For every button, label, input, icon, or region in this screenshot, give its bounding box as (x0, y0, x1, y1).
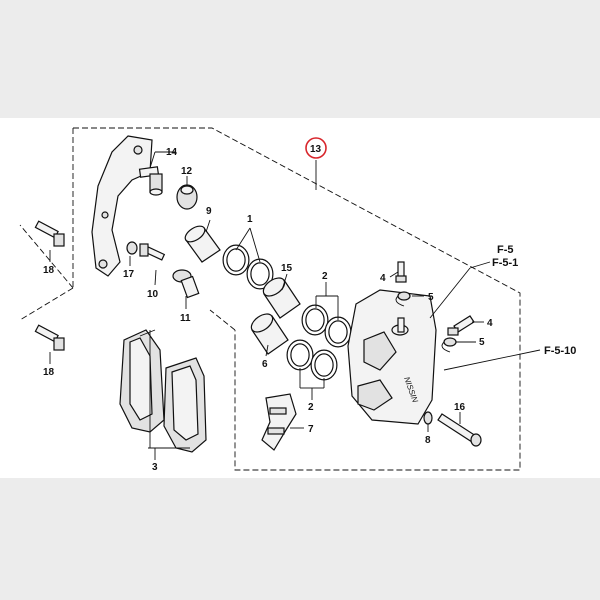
label-part-15: 15 (281, 263, 293, 274)
label-part-8: 8 (425, 435, 431, 446)
piston-seal-set-upper (222, 244, 274, 290)
mounting-bolt-upper (34, 220, 65, 247)
label-part-7: 7 (308, 424, 314, 435)
label-part-4-upper: 4 (380, 273, 386, 284)
brake-pad-set (119, 329, 207, 453)
label-part-4-right: 4 (487, 318, 493, 329)
slide-pin (437, 413, 482, 447)
bleeder-cap-right (441, 337, 457, 353)
label-part-16: 16 (454, 402, 466, 413)
pin-sleeve (184, 225, 221, 263)
label-part-10: 10 (147, 289, 159, 300)
label-part-2-lower: 2 (308, 402, 314, 413)
label-part-2-upper: 2 (322, 271, 328, 282)
caliper-body: NISSIN (347, 289, 437, 425)
label-part-13: 13 (310, 144, 322, 155)
pad-spring (261, 393, 297, 451)
assembly-callout-circle (305, 137, 327, 159)
piston-seal-set-right (301, 304, 352, 348)
piston-large (262, 277, 301, 319)
leader-lines (49, 151, 541, 460)
washer (126, 241, 138, 255)
mounting-bolt-lower (34, 324, 65, 351)
label-part-6: 6 (262, 359, 268, 370)
bottom-margin-band (0, 478, 600, 600)
label-part-12: 12 (181, 166, 193, 177)
label-part-5-upper: 5 (428, 292, 434, 303)
flange-bolt (139, 243, 166, 261)
bracket-pin (138, 166, 163, 196)
label-part-1: 1 (247, 214, 253, 225)
reference-labels: F-5 F-5-1 F-5-10 (492, 244, 576, 357)
label-part-18-lower: 18 (43, 367, 55, 378)
piston-small (250, 313, 289, 355)
assembly-frame (19, 127, 521, 471)
pin-boot (176, 184, 198, 210)
label-part-18-upper: 18 (43, 265, 55, 276)
label-part-3: 3 (152, 462, 158, 473)
ref-f5: F-5 (497, 244, 514, 256)
part-labels: 14 12 9 1 15 2 6 2 7 3 17 10 11 18 18 4 … (43, 144, 493, 473)
label-part-5-right: 5 (479, 337, 485, 348)
ref-f5-10: F-5-10 (544, 345, 576, 357)
bleeder-screw-right (447, 315, 475, 336)
bleeder-cap-upper (395, 291, 411, 307)
ref-f5-1: F-5-1 (492, 257, 518, 269)
o-ring (423, 411, 433, 425)
pin-bolt (172, 269, 200, 299)
top-margin-band (0, 0, 600, 118)
label-part-11: 11 (180, 313, 191, 324)
piston-seal-set-lower (286, 339, 338, 381)
label-part-17: 17 (123, 269, 135, 280)
bleeder-screw-upper (395, 261, 407, 283)
label-part-9: 9 (206, 206, 212, 217)
label-part-14: 14 (166, 147, 178, 158)
